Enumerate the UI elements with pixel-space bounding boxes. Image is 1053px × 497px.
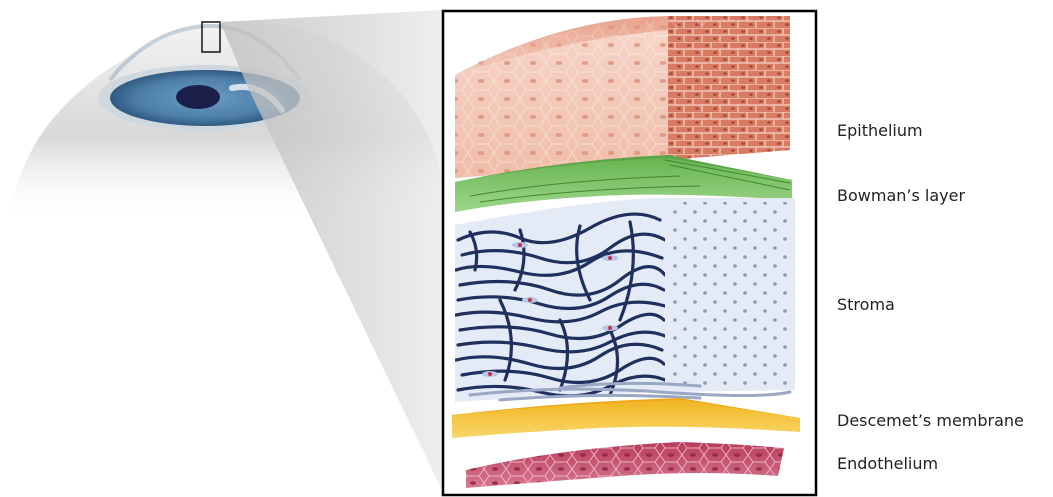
label-endothelium: Endothelium xyxy=(837,454,938,474)
stroma-dots-side xyxy=(668,202,792,388)
stroma-layer xyxy=(455,198,795,402)
pupil xyxy=(176,85,220,109)
label-epithelium: Epithelium xyxy=(837,121,923,141)
zoom-beam xyxy=(220,10,442,490)
epithelium-side-face xyxy=(668,16,790,160)
label-bowmans-layer: Bowman’s layer xyxy=(837,186,965,206)
label-descemets-membrane: Descemet’s membrane xyxy=(837,411,1024,431)
label-stroma: Stroma xyxy=(837,295,895,315)
